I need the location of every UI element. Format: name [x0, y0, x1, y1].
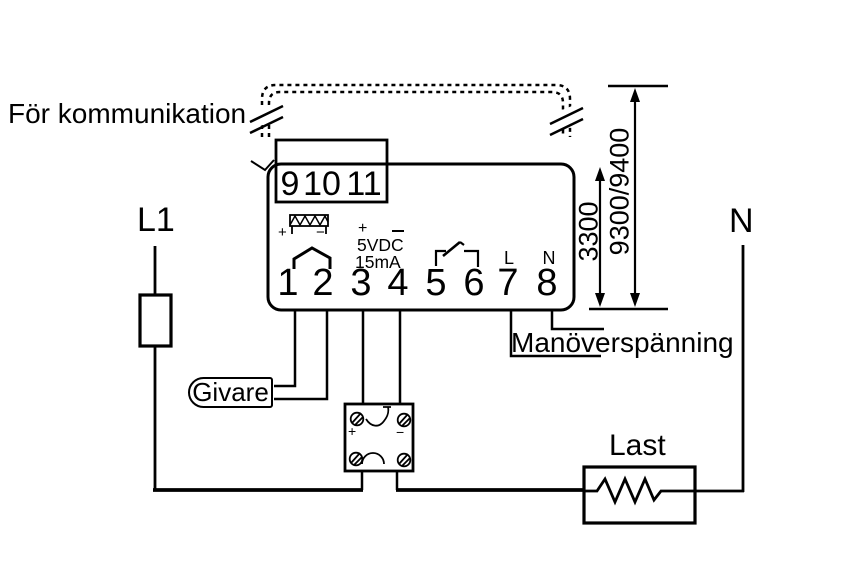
- dimension-label-outer: 9300/9400: [604, 127, 635, 256]
- sensor-leads: [292, 246, 332, 269]
- load-box: [582, 465, 697, 525]
- phase-label: L1: [137, 201, 175, 239]
- terminal-number-2: 2: [312, 262, 334, 304]
- communication-label: För kommunikation: [8, 98, 247, 129]
- comm-cable-outer: [260, 83, 572, 137]
- screw-terminal-icon: [396, 412, 412, 428]
- connector-minus-sign: −: [396, 424, 405, 440]
- live-terminal-label: L: [503, 248, 515, 268]
- wire-terminal-8: [550, 310, 604, 331]
- sensor-label: Givare: [192, 377, 269, 407]
- device-outline: [266, 162, 576, 312]
- neutral-label: N: [729, 202, 754, 240]
- wire-terminal-1: [274, 310, 297, 388]
- wire-terminal-7: [509, 310, 601, 358]
- terminal-number-4: 4: [387, 262, 409, 304]
- terminal-number-9: 9: [280, 165, 300, 203]
- terminal-number-7: 7: [497, 262, 519, 304]
- cable-break-icon: [248, 101, 284, 135]
- terminal-number-8: 8: [536, 262, 558, 304]
- device-corner-mark: [250, 159, 275, 172]
- relay-contact-symbol: [434, 240, 480, 267]
- connector-bottom-arc: [361, 452, 385, 465]
- fuse-symbol: [138, 293, 173, 348]
- connector-box: [343, 402, 415, 473]
- terminal-number-3: 3: [350, 262, 372, 304]
- top-terminal-box: [274, 138, 389, 204]
- supply-current-label: 15mA: [355, 252, 401, 272]
- supply-plus-sign: +: [358, 220, 368, 237]
- screw-terminal-icon: [349, 411, 365, 427]
- sensor-tag: Givare: [188, 377, 273, 408]
- dimension-lines: [589, 84, 668, 311]
- supply-voltage-label: 5VDC: [357, 235, 404, 255]
- connector-plus-sign: +: [348, 423, 357, 439]
- dimension-arrow-outer: [630, 88, 640, 307]
- connector-top-wire: [365, 406, 391, 427]
- dimension-arrow-inner: [595, 167, 605, 307]
- neutral-terminal-label: N: [542, 248, 556, 268]
- load-label: Last: [609, 429, 666, 462]
- cable-break-icon: [548, 103, 584, 137]
- dimension-label-inner: 3300: [573, 201, 604, 262]
- control-voltage-label: Manöverspänning: [511, 327, 734, 358]
- sensor-element-symbol: [289, 214, 329, 234]
- terminal-wires: [274, 310, 604, 404]
- terminal-number-5: 5: [425, 262, 447, 304]
- wire-terminal-2: [274, 310, 329, 401]
- terminal-number-1: 1: [277, 262, 299, 304]
- load-resistor-symbol: [584, 475, 695, 506]
- screw-terminal-icon: [396, 452, 412, 468]
- screw-terminal-icon: [348, 451, 364, 467]
- terminal-number-11: 11: [346, 165, 382, 203]
- terminal-number-10: 10: [303, 165, 341, 203]
- terminal-number-6: 6: [463, 262, 485, 304]
- communication-cable: [260, 83, 572, 137]
- comm-cable-inner: [267, 90, 565, 137]
- sensor-plus-sign: +: [278, 224, 287, 241]
- sensor-minus-sign: −: [316, 224, 325, 241]
